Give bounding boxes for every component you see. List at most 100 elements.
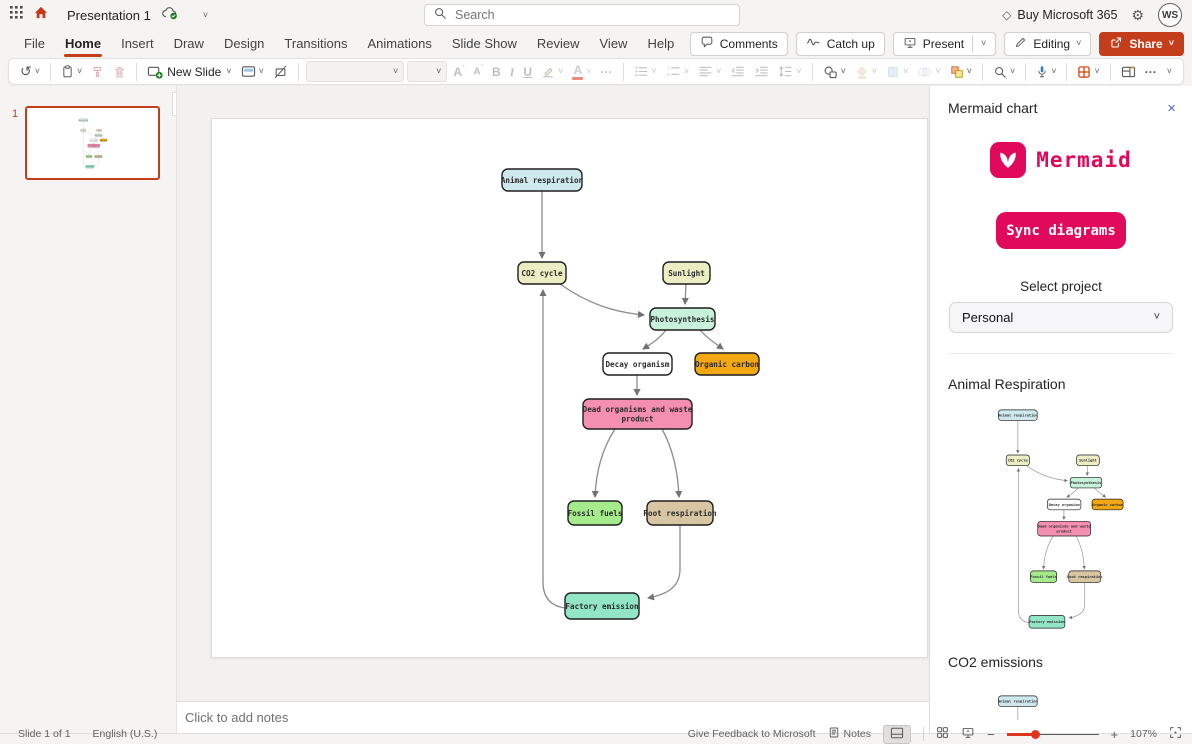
app-launcher-icon[interactable]: [10, 6, 23, 24]
edge-photosynthesis-to-decay-organism: [642, 329, 667, 350]
menu-tab-home[interactable]: Home: [55, 32, 111, 57]
comments-button[interactable]: Comments: [689, 31, 788, 56]
notes-area[interactable]: Click to add notes: [176, 701, 929, 733]
node-factory-emission[interactable]: Factory emission: [1028, 615, 1066, 629]
node-animal-respiration[interactable]: Animal respiration: [998, 409, 1038, 421]
node-co2-cycle[interactable]: CO2 cycle: [517, 261, 567, 285]
menu-tab-draw[interactable]: Draw: [173, 36, 204, 51]
menu-tab-animations[interactable]: Animations: [367, 36, 432, 51]
more-ribbon-options-button[interactable]: ···: [1144, 64, 1157, 79]
find-button[interactable]: ˅: [990, 63, 1018, 81]
buy-microsoft-365-button[interactable]: ◇ Buy Microsoft 365: [1002, 8, 1118, 22]
close-panel-icon[interactable]: ×: [1167, 99, 1176, 117]
paste-button[interactable]: ˅: [58, 62, 85, 81]
search-input[interactable]: [455, 8, 715, 22]
menu-tab-slide-show[interactable]: Slide Show: [451, 36, 517, 51]
node-factory-emission[interactable]: Factory emission: [85, 165, 94, 168]
node-fossil-fuels[interactable]: Fossil fuels: [1030, 570, 1057, 583]
delete-button: [110, 63, 129, 81]
notes-view-toggle[interactable]: [882, 724, 911, 744]
settings-gear-icon[interactable]: ⚙: [1131, 6, 1144, 23]
node-decay-organism[interactable]: Decay organism: [89, 138, 97, 141]
node-root-respiration[interactable]: Root respiration: [94, 154, 102, 158]
dictate-button[interactable]: ˅: [1033, 62, 1059, 81]
slide-layout-button[interactable]: ˅: [238, 63, 267, 80]
shapes-button[interactable]: ˅: [820, 63, 849, 81]
editing-mode-button[interactable]: Editing˅: [1004, 31, 1092, 56]
document-title[interactable]: Presentation 1: [67, 7, 151, 23]
svg-text:Animal respiration: Animal respiration: [501, 176, 583, 185]
new-slide-button[interactable]: New Slide˅: [144, 62, 234, 81]
notes-toggle-button[interactable]: Notes: [828, 726, 871, 742]
grid-view-icon[interactable]: [936, 726, 949, 742]
menu-tab-review[interactable]: Review: [536, 36, 580, 51]
menu-tab-help[interactable]: Help: [647, 36, 675, 51]
present-chevron-icon[interactable]: ˅: [981, 38, 987, 48]
search-bar[interactable]: [424, 4, 740, 26]
fit-to-window-icon[interactable]: [1169, 726, 1182, 742]
node-photosynthesis[interactable]: Photosynthesis: [94, 133, 103, 136]
menu-tab-view[interactable]: View: [599, 36, 628, 51]
font-size-select[interactable]: ˅: [407, 61, 448, 82]
notes-placeholder: Click to add notes: [185, 710, 289, 725]
arrange-button[interactable]: ˅: [947, 63, 975, 81]
node-fossil-fuels[interactable]: Fossil fuels: [567, 500, 623, 526]
menu-tab-file[interactable]: File: [24, 36, 45, 51]
undo-button[interactable]: ↺˅: [20, 63, 40, 79]
node-root-respiration[interactable]: Root respiration: [1067, 570, 1102, 583]
sync-diagrams-button[interactable]: Sync diagrams: [996, 212, 1126, 249]
node-photosynthesis[interactable]: Photosynthesis: [1069, 476, 1103, 489]
node-fossil-fuels[interactable]: Fossil fuels: [85, 154, 92, 158]
node-animal-respiration[interactable]: Animal respiration: [501, 168, 583, 192]
node-animal-respiration[interactable]: Animal respiration: [998, 695, 1038, 707]
menu-tab-design[interactable]: Design: [223, 36, 265, 51]
zoom-level-label[interactable]: 107%: [1130, 728, 1157, 740]
zoom-slider-handle[interactable]: [1030, 729, 1040, 739]
node-organic-carbon[interactable]: Organic carbon: [694, 352, 760, 376]
feedback-link[interactable]: Give Feedback to Microsoft: [687, 728, 816, 740]
account-avatar[interactable]: WS: [1158, 3, 1182, 27]
present-button[interactable]: Present ˅: [892, 31, 997, 56]
node-organic-carbon[interactable]: Organic carbon: [99, 138, 107, 141]
node-animal-respiration[interactable]: Animal respiration: [78, 118, 87, 121]
title-chevron-icon[interactable]: ˅: [202, 9, 209, 20]
node-co2-cycle[interactable]: CO2 cycle: [1005, 454, 1030, 466]
node-photosynthesis[interactable]: Photosynthesis: [649, 307, 716, 331]
node-root-respiration[interactable]: Root respiration: [643, 500, 717, 526]
svg-text:1: 1: [667, 66, 670, 71]
hide-slide-button[interactable]: [270, 63, 291, 81]
node-decay-organism[interactable]: Decay organism: [1047, 498, 1082, 511]
zoom-in-button[interactable]: +: [1110, 726, 1119, 742]
node-sunlight[interactable]: Sunlight: [1076, 454, 1100, 466]
node-factory-emission[interactable]: Factory emission: [564, 592, 640, 620]
collapse-ribbon-chevron-icon[interactable]: ˅: [1166, 66, 1172, 76]
node-sunlight[interactable]: Sunlight: [95, 128, 102, 131]
add-ins-button[interactable]: ˅: [1074, 63, 1102, 81]
language-label[interactable]: English (U.S.): [92, 728, 158, 740]
share-button[interactable]: Share˅: [1099, 31, 1184, 56]
edge-factory-emission-to-co2-cycle: [1016, 468, 1030, 624]
node-co2-cycle[interactable]: CO2 cycle: [80, 128, 85, 132]
designer-button[interactable]: [1118, 63, 1139, 80]
font-name-select[interactable]: ˅: [305, 61, 405, 82]
svg-text:Fossil fuels: Fossil fuels: [568, 509, 623, 518]
node-sunlight[interactable]: Sunlight: [662, 261, 711, 285]
menu-tab-insert[interactable]: Insert: [121, 36, 154, 51]
node-organic-carbon[interactable]: Organic carbon: [1091, 498, 1124, 511]
node-decay-organism[interactable]: Decay organism: [602, 352, 673, 376]
zoom-slider[interactable]: [1006, 729, 1099, 739]
zoom-out-button[interactable]: −: [986, 726, 995, 742]
slideshow-view-icon[interactable]: [961, 726, 975, 742]
menu-tab-transitions[interactable]: Transitions: [284, 36, 348, 51]
project-dropdown[interactable]: Personal ˅: [949, 302, 1173, 333]
catch-up-button[interactable]: Catch up: [795, 31, 885, 56]
powerpoint-home-icon[interactable]: [33, 5, 49, 25]
